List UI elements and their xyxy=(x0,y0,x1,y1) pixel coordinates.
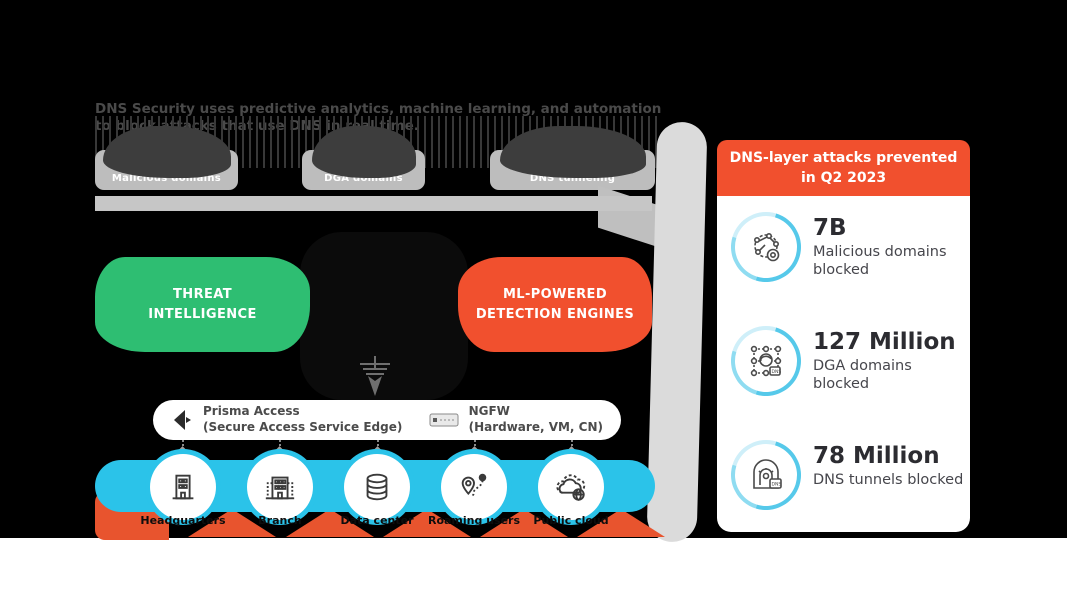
threat-chip-1-label: Malicious domains xyxy=(111,173,222,184)
location-headquarters xyxy=(150,454,216,520)
ngfw-appliance-icon xyxy=(429,413,459,427)
ml-engines-label-line1: ML-POWERED xyxy=(502,287,608,302)
stat-value: 78 Million xyxy=(813,443,940,469)
location-data-center xyxy=(344,454,410,520)
stats-panel-card: 7B Malicious domains blocked xyxy=(717,196,970,532)
stat-label: Malicious domains blocked xyxy=(813,244,947,279)
down-arrow-icon xyxy=(352,352,398,398)
svg-text:DNS: DNS xyxy=(772,369,782,375)
threat-chip-2-label: DGA domains xyxy=(324,173,403,184)
roaming-pins-icon xyxy=(457,470,491,504)
location-public-cloud xyxy=(538,454,604,520)
location-label-data-center: Data center xyxy=(340,514,414,527)
intel-conveyor-bar xyxy=(95,196,652,211)
stat-value: 7B xyxy=(813,215,847,241)
building-icon xyxy=(166,470,200,504)
stats-panel-title-line1: DNS-layer attacks prevented xyxy=(729,149,958,166)
location-label-headquarters: Headquarters xyxy=(140,514,226,527)
stats-panel-header: DNS-layer attacks prevented in Q2 2023 xyxy=(717,140,970,196)
prisma-access-subtitle: (Secure Access Service Edge) xyxy=(203,420,403,434)
ngfw-title: NGFW xyxy=(468,404,510,419)
storm-cloud-icon xyxy=(103,126,231,178)
threat-chip-3-label: DNS tunneling xyxy=(529,173,616,184)
enforcement-bar: Prisma Access (Secure Access Service Edg… xyxy=(153,400,621,440)
storm-cloud-icon xyxy=(312,126,416,178)
location-label-public-cloud: Public cloud xyxy=(533,514,609,527)
location-roaming-users xyxy=(441,454,507,520)
cloud-globe-icon xyxy=(553,470,589,504)
prisma-access-logo-icon xyxy=(171,409,193,431)
svg-text:DNS: DNS xyxy=(772,482,782,488)
location-label-branch: Branch xyxy=(258,514,302,527)
stat-dns-tunnels: DNS 78 Million DNS tunnels blocked xyxy=(718,427,963,523)
stats-panel-title-line2: in Q2 2023 xyxy=(800,170,887,186)
attack-wave-peak xyxy=(577,509,665,537)
intel-pipe xyxy=(646,121,708,543)
stat-label: DNS tunnels blocked xyxy=(813,472,964,489)
dga-network-icon: DNS xyxy=(718,313,814,409)
stat-dga-domains: DNS 127 Million DGA domains blocked xyxy=(718,313,959,409)
globe-network-icon xyxy=(718,199,814,295)
stat-label: DGA domains blocked xyxy=(813,358,912,393)
threat-intelligence-box: THREAT INTELLIGENCE xyxy=(95,257,310,352)
intro-line-1: DNS Security uses predictive analytics, … xyxy=(95,101,662,117)
ngfw-subtitle: (Hardware, VM, CN) xyxy=(468,420,603,434)
dns-tunnel-icon: DNS xyxy=(718,427,814,523)
dns-security-core xyxy=(300,232,468,400)
ml-engines-label-line2: DETECTION ENGINES xyxy=(475,306,635,322)
stat-malicious-domains: 7B Malicious domains blocked xyxy=(718,199,959,295)
threat-intelligence-label-line2: INTELLIGENCE xyxy=(148,306,257,322)
stat-value: 127 Million xyxy=(813,329,956,355)
threat-intelligence-label-line1: THREAT xyxy=(173,287,232,302)
bottom-background-band xyxy=(0,538,1067,593)
location-branch xyxy=(247,454,313,520)
storm-cloud-icon xyxy=(500,126,646,178)
location-label-roaming-users: Roaming users xyxy=(427,514,521,527)
ml-detection-engines-box: ML-POWERED DETECTION ENGINES xyxy=(458,257,652,352)
campus-icon xyxy=(263,470,297,504)
database-icon xyxy=(360,470,394,504)
prisma-access-title: Prisma Access xyxy=(203,404,300,419)
